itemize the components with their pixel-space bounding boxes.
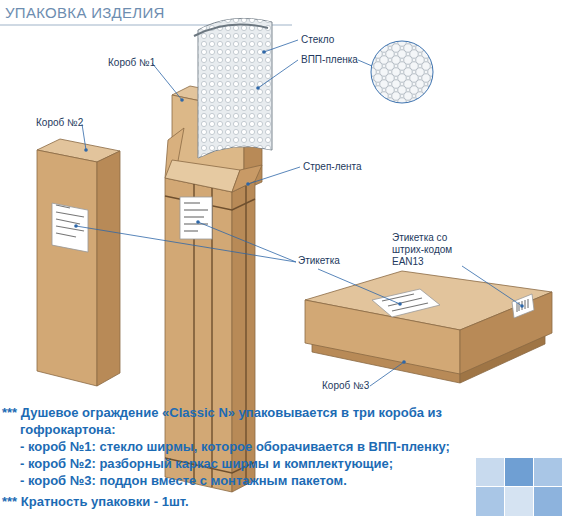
label-sticker	[180, 197, 212, 239]
page-title: УПАКОВКА ИЗДЕЛИЯ	[5, 4, 165, 22]
part-label: Этикетка	[298, 255, 340, 267]
part-label: Короб №2	[36, 117, 83, 129]
part-label: Короб №1	[108, 57, 155, 69]
leader-dot	[74, 50, 524, 364]
note-text: - короб №3: поддон вместе с монтажным па…	[20, 472, 347, 489]
leader-line	[76, 40, 522, 386]
note-text: - короб №2: разборный каркас ширмы и ком…	[20, 455, 393, 472]
box-1	[165, 128, 262, 492]
glass-panel	[194, 18, 272, 158]
label-sticker	[52, 203, 88, 252]
part-label: ВПП-пленка	[301, 54, 358, 66]
part-label: Этикетка со штрих-кодом EAN13	[392, 232, 472, 268]
sticker-lines	[184, 203, 208, 231]
bubble-wrap-inset	[370, 40, 434, 104]
barcode	[517, 299, 528, 312]
box-2	[37, 139, 120, 386]
sticker-lines	[56, 205, 84, 237]
part-label: Стреп-лента	[303, 161, 362, 173]
barcode-sticker	[512, 294, 534, 318]
part-label: Стекло	[301, 34, 334, 46]
sticker-lines	[382, 294, 428, 311]
note-text: *** Кратность упаковки - 1шт.	[2, 493, 189, 510]
note-text: *** Душевое ограждение «Classic N» упако…	[2, 404, 520, 438]
part-label: Короб №3	[322, 380, 369, 392]
label-sticker	[372, 289, 440, 317]
box-3	[305, 271, 552, 383]
note-text: - короб №1: стекло ширмы, которое оборач…	[20, 438, 450, 455]
decor-squares	[476, 458, 562, 516]
